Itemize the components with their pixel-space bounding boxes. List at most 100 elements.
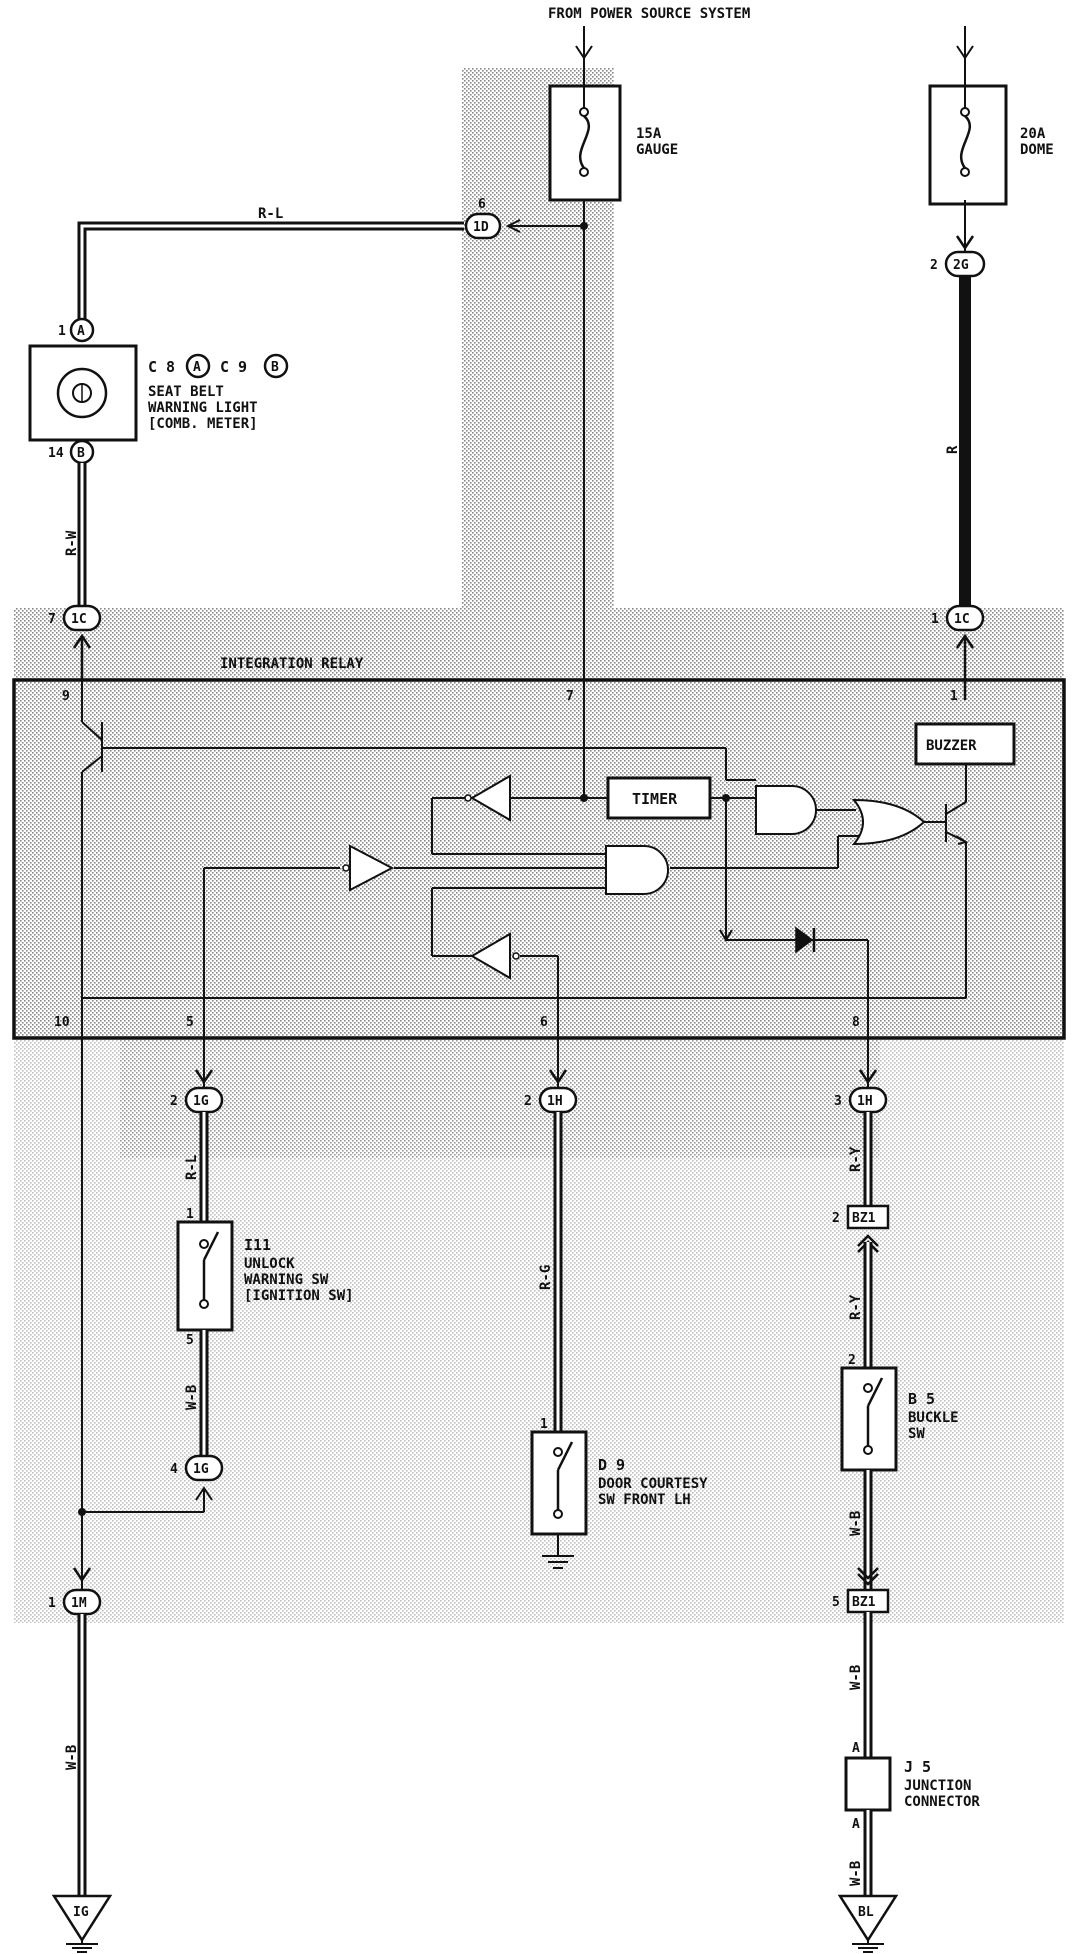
connector-bz1-top [846, 1204, 890, 1230]
seatbelt-line2: WARNING LIGHT [148, 400, 258, 416]
junction-line1: JUNCTION [904, 1778, 971, 1794]
wire-gauge-feed [505, 200, 585, 800]
unlock-code: I11 [244, 1236, 271, 1254]
unlock-switch [176, 1220, 234, 1332]
seatbelt-light [28, 344, 138, 442]
power-arrow-gauge [575, 26, 593, 86]
junction-pin-bot: A [852, 1817, 860, 1832]
timer-label: TIMER [632, 790, 678, 808]
arrow-1c-right [955, 633, 975, 700]
relay-pin-10: 10 [54, 1015, 70, 1030]
connector-1g-bot-label: 1G [193, 1462, 209, 1477]
seatbelt-line1: SEAT BELT [148, 384, 224, 400]
wire-label-r-dome: R [945, 445, 961, 454]
and-gate-1 [755, 785, 817, 835]
connector-1g-top-label: 1G [193, 1094, 209, 1109]
buckle-code: B 5 [908, 1390, 935, 1408]
wire-label-w-b-unlock: W-B [184, 1385, 200, 1410]
buzzer-transistor [945, 801, 969, 845]
wire-r-l-top [77, 221, 464, 330]
connector-1m-label: 1M [71, 1596, 87, 1611]
connector-b-label: B [77, 446, 85, 461]
ground-ig [51, 1894, 113, 1953]
arrow-1c-left [72, 633, 92, 680]
unlock-line1: UNLOCK [244, 1256, 295, 1272]
diode [795, 926, 816, 954]
connector-1h-mid-label: 1H [547, 1094, 563, 1109]
fuse-dome-name: DOME [1020, 142, 1054, 158]
seatbelt-tag-b: B [271, 360, 279, 375]
buckle-line1: BUCKLE [908, 1410, 959, 1426]
junction-dot-gauge [580, 222, 588, 230]
wire-label-r-w: R-W [64, 530, 80, 556]
connector-1d [464, 212, 502, 240]
connector-b-pin: 14 [48, 446, 64, 461]
door-line1: DOOR COURTESY [598, 1476, 708, 1492]
timer-block [606, 776, 712, 820]
buzzer-label: BUZZER [926, 738, 977, 754]
arrow-diode-in [719, 929, 733, 942]
connector-1c-right [945, 604, 985, 632]
connector-1c-left-pin: 7 [48, 612, 56, 627]
tag-b-circle [263, 353, 289, 379]
buzzer-block [914, 722, 1016, 766]
wire-label-w-b-jc2: W-B [848, 1861, 864, 1886]
door-pin-top: 1 [540, 1417, 548, 1432]
relay-internal-wiring [81, 680, 967, 1590]
and-gate-2 [605, 845, 669, 895]
wire-label-r-y-2: R-Y [848, 1294, 864, 1320]
wire-1g-to-ground-bus [82, 1486, 213, 1513]
connector-bz1-bot-label: BZ1 [852, 1595, 876, 1610]
connector-1h-right-pin: 3 [834, 1094, 842, 1109]
tag-a-circle [185, 353, 211, 379]
junction-dot-timer-in [580, 794, 588, 802]
seatbelt-code-c8: C 8 [148, 358, 175, 376]
connector-1d-label: 1D [473, 220, 489, 235]
connector-1d-pin: 6 [478, 197, 486, 212]
connector-2g-label: 2G [953, 258, 969, 273]
connector-1m-pin: 1 [48, 1596, 56, 1611]
connector-1g-bot [184, 1454, 224, 1482]
wire-label-r-y-1: R-Y [848, 1146, 864, 1172]
junction-pin-top: A [852, 1741, 860, 1756]
relay-pin-8: 8 [852, 1015, 860, 1030]
arrow-pin8 [858, 1069, 878, 1085]
relay-pin-1: 1 [950, 689, 958, 704]
buffer-1 [464, 774, 511, 822]
power-source-label: FROM POWER SOURCE SYSTEM [548, 6, 750, 22]
fuse-dome-rating: 20A [1020, 126, 1046, 142]
fuse-gauge [548, 84, 622, 202]
connector-a-label: A [77, 324, 85, 339]
relay-pin-6: 6 [540, 1015, 548, 1030]
unlock-pin-bot: 5 [186, 1333, 194, 1348]
fuse-gauge-name: GAUGE [636, 142, 678, 158]
connector-1g-bot-pin: 4 [170, 1462, 178, 1477]
ground-bl-label: BL [858, 1905, 874, 1920]
wire-label-r-l-unlock: R-L [184, 1155, 200, 1180]
connector-a-pin: 1 [58, 324, 66, 339]
connector-a [69, 317, 95, 343]
power-arrow-dome [956, 26, 974, 86]
ground-ig-label: IG [73, 1905, 89, 1920]
connector-1h-mid-pin: 2 [524, 1094, 532, 1109]
connector-1c-right-label: 1C [954, 612, 970, 627]
door-line2: SW FRONT LH [598, 1492, 691, 1508]
connector-2g-pin: 2 [930, 258, 938, 273]
unlock-line3: [IGNITION SW] [244, 1288, 354, 1304]
relay-title: INTEGRATION RELAY [220, 656, 364, 672]
door-code: D 9 [598, 1456, 625, 1474]
arrow-bz1-bot [857, 1567, 879, 1586]
buffer-3 [470, 932, 520, 980]
junction-code: J 5 [904, 1758, 931, 1776]
shaded-regions [14, 68, 1064, 1623]
wire-label-w-b-jc: W-B [848, 1665, 864, 1690]
buckle-line2: SW [908, 1426, 925, 1442]
seatbelt-line3: [COMB. METER] [148, 416, 258, 432]
arrow-1m [72, 1567, 92, 1583]
relay-pin-9: 9 [62, 689, 70, 704]
connector-bz1-top-pin: 2 [832, 1211, 840, 1226]
unlock-pin-top: 1 [186, 1207, 194, 1222]
wire-label-w-b-buckle: W-B [848, 1511, 864, 1536]
connector-1c-left [62, 604, 102, 632]
